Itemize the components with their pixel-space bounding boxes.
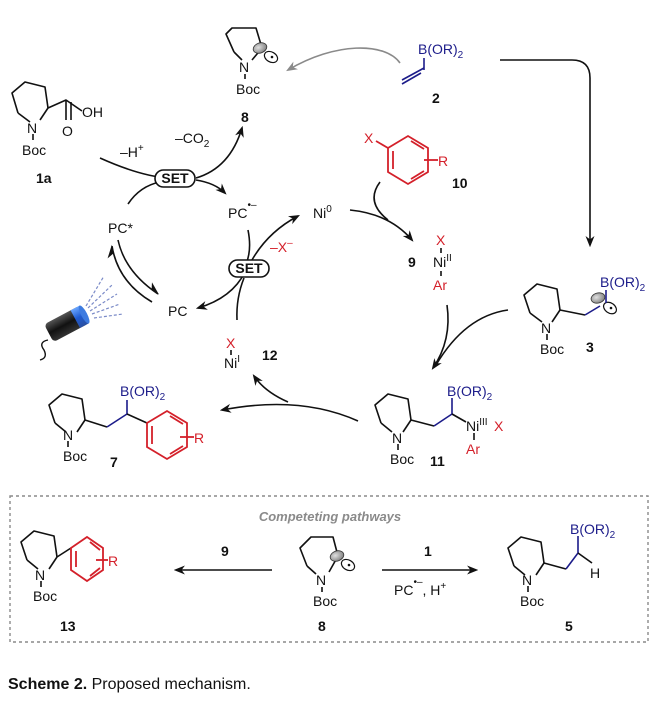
compound-9-ni-ii: X NiII Ar 9 (408, 232, 452, 293)
3-boron: B(OR)2 (600, 274, 646, 294)
set-badge-bottom (228, 259, 270, 278)
label-2: 2 (432, 90, 440, 106)
3-boc: Boc (540, 341, 564, 357)
addition-arrow-2-to-3 (500, 59, 595, 248)
label-3: 3 (586, 339, 594, 355)
11-ni: NiIII (466, 417, 488, 434)
compound-8-radical-top: N Boc 8 (225, 27, 279, 125)
compound-2: B(OR)2 2 (401, 41, 464, 106)
compound-12-ni-i: X NiI 12 (224, 335, 278, 371)
ni0: Ni0 (313, 204, 332, 221)
5-boc: Boc (520, 593, 544, 609)
label-11: 11 (430, 453, 445, 469)
7-r: R (194, 430, 204, 446)
pc-radical-anion: PC•– (228, 200, 257, 221)
7-boc: Boc (63, 448, 87, 464)
photoredox-cycle: SET –H+ –CO2 PC* PC•– PC SET –X– Ni0 (99, 125, 414, 321)
label-7: 7 (110, 454, 118, 470)
compound-10-aryl-halide: X R 10 (364, 130, 468, 191)
label-8-box: 8 (318, 618, 326, 634)
set-bottom-label: SET (235, 260, 263, 276)
minus-x-label: –X– (270, 238, 293, 255)
compound-1a: N Boc O OH 1a (11, 81, 103, 186)
reagent-1: 1 (424, 543, 432, 559)
8-top-n: N (239, 59, 249, 75)
compound-8-radical-box: N Boc 8 (299, 536, 356, 634)
arrow-9-to-11 (431, 304, 449, 370)
3-n: N (541, 320, 551, 336)
13-r: R (108, 553, 118, 569)
1a-boc: Boc (22, 142, 46, 158)
10-r: R (438, 153, 448, 169)
11-n: N (392, 430, 402, 446)
reduction-conditions: PC•–, H+ (394, 577, 446, 598)
radical-addition-arrow (286, 47, 401, 72)
label-9: 9 (408, 254, 416, 270)
pc-excited: PC* (108, 220, 133, 236)
compound-7-product: N Boc B(OR)2 R 7 (48, 383, 204, 470)
competing-pathways-box: Competeting pathways N Boc R 13 9 (9, 495, 649, 643)
9-ni: NiII (433, 253, 452, 270)
minus-h-label: –H+ (120, 143, 144, 160)
11-boc: Boc (390, 451, 414, 467)
11-boron: B(OR)2 (447, 383, 493, 403)
2-boron: B(OR)2 (418, 41, 464, 61)
9-ar: Ar (433, 277, 447, 293)
12-ni: NiI (224, 354, 240, 371)
12-x: X (226, 335, 236, 351)
13-n: N (35, 567, 45, 583)
9-x: X (436, 232, 446, 248)
reagent-9: 9 (221, 543, 229, 559)
set-top-label: SET (161, 170, 189, 186)
1a-n: N (27, 120, 37, 136)
11-x: X (494, 418, 504, 434)
8-box-n: N (316, 572, 326, 588)
caption-bold: Scheme 2. (8, 676, 88, 693)
compound-5: N Boc B(OR)2 H 5 (507, 521, 616, 634)
11-ar: Ar (466, 441, 480, 457)
7-n: N (63, 427, 73, 443)
label-12: 12 (262, 347, 278, 363)
arrow-3-to-11 (435, 309, 509, 366)
compound-3: N Boc B(OR)2 3 (523, 274, 646, 357)
caption-text: Proposed mechanism. (87, 676, 251, 693)
arrow-to-12 (252, 374, 289, 403)
8-top-boc: Boc (236, 81, 260, 97)
minus-co2-label: –CO2 (175, 130, 210, 150)
label-1a: 1a (36, 170, 52, 186)
5-n: N (522, 572, 532, 588)
competing-pathways-title: Competeting pathways (259, 509, 401, 524)
label-10: 10 (452, 175, 468, 191)
label-5: 5 (565, 618, 573, 634)
label-13: 13 (60, 618, 76, 634)
reductive-elimination-arrow (219, 403, 359, 422)
7-boron: B(OR)2 (120, 383, 166, 403)
13-boc: Boc (33, 588, 57, 604)
5-boron: B(OR)2 (570, 521, 616, 541)
scheme-caption: Scheme 2. Proposed mechanism. (8, 676, 251, 694)
8-box-boc: Boc (313, 593, 337, 609)
1a-carbonyl-o: O (62, 123, 73, 139)
label-8-top: 8 (241, 109, 249, 125)
5-h: H (590, 565, 600, 581)
compound-11-ni-iii: N Boc B(OR)2 NiIII X Ar 11 (374, 383, 504, 469)
10-x: X (364, 130, 374, 146)
compound-13: N Boc R 13 (20, 530, 118, 634)
light-source-lamp-icon (39, 275, 124, 361)
set-badge-top (154, 169, 196, 188)
pc-ground: PC (168, 303, 187, 319)
1a-oh: OH (82, 104, 103, 120)
